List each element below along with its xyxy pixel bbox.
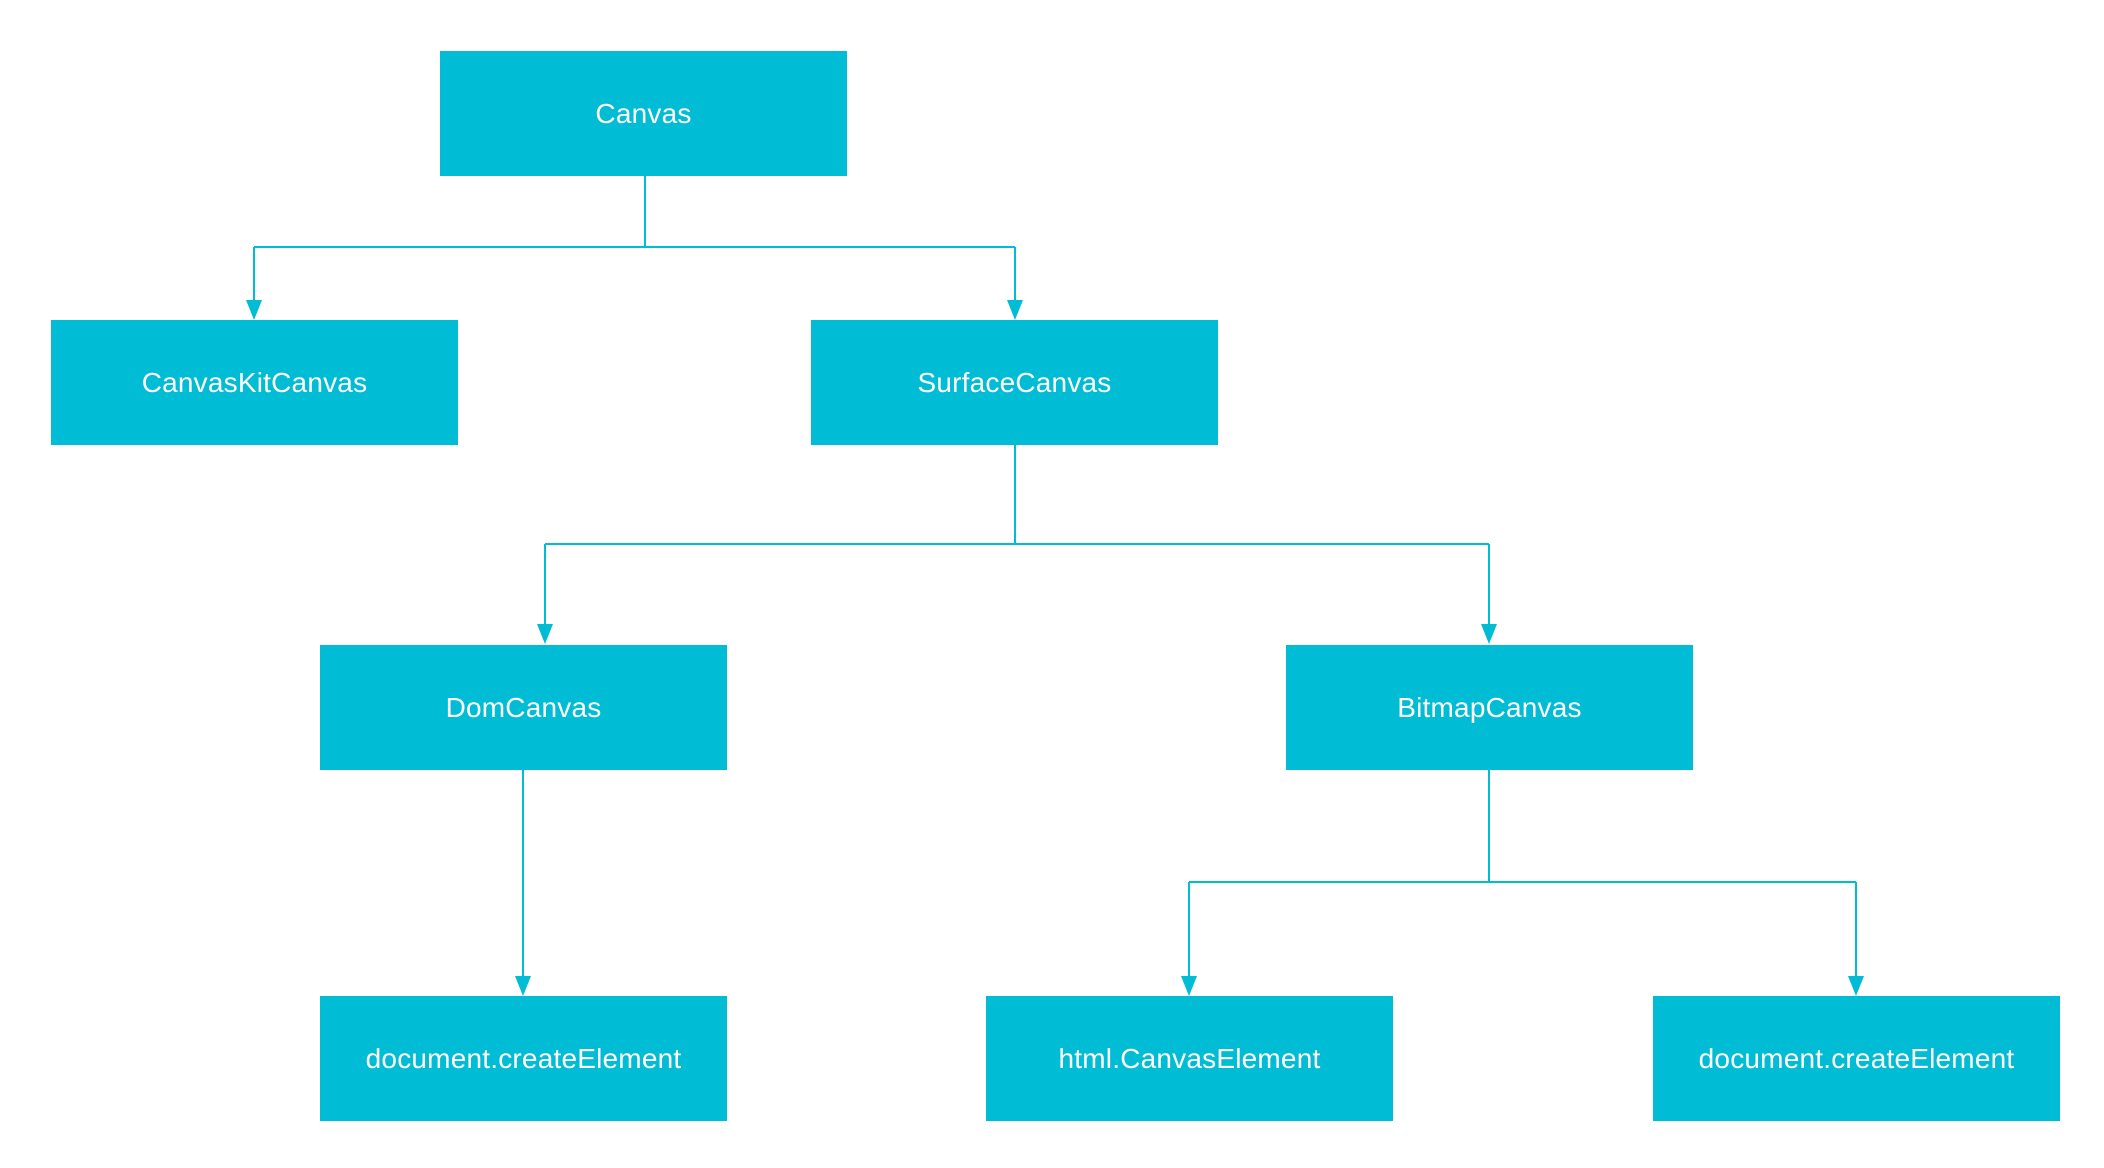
arrowhead-bitmapcanvas <box>1481 624 1497 644</box>
node-canvaskitcanvas: CanvasKitCanvas <box>51 320 458 445</box>
arrowhead-htmlcanvaselement <box>1181 976 1197 996</box>
arrowhead-domcanvas <box>537 624 553 644</box>
arrowhead-dom-createelement <box>515 976 531 996</box>
node-domcanvas: DomCanvas <box>320 645 727 770</box>
node-bitmapcanvas: BitmapCanvas <box>1286 645 1693 770</box>
arrowhead-surfacecanvas <box>1007 300 1023 320</box>
node-htmlcanvaselement-label: html.CanvasElement <box>1058 1042 1321 1074</box>
node-canvas-label: Canvas <box>595 97 692 129</box>
node-htmlcanvaselement: html.CanvasElement <box>986 996 1393 1121</box>
node-bitmap-createelement-label: document.createElement <box>1698 1042 2015 1074</box>
arrowhead-bitmap-createelement <box>1848 976 1864 996</box>
node-bitmap-createelement: document.createElement <box>1653 996 2060 1121</box>
node-dom-createelement-label: document.createElement <box>365 1042 682 1074</box>
node-bitmapcanvas-label: BitmapCanvas <box>1397 691 1582 723</box>
node-surfacecanvas: SurfaceCanvas <box>811 320 1218 445</box>
node-canvaskitcanvas-label: CanvasKitCanvas <box>141 366 368 398</box>
node-domcanvas-label: DomCanvas <box>445 691 602 723</box>
node-surfacecanvas-label: SurfaceCanvas <box>917 366 1112 398</box>
arrowhead-canvaskitcanvas <box>246 300 262 320</box>
node-dom-createelement: document.createElement <box>320 996 727 1121</box>
node-canvas: Canvas <box>440 51 847 176</box>
